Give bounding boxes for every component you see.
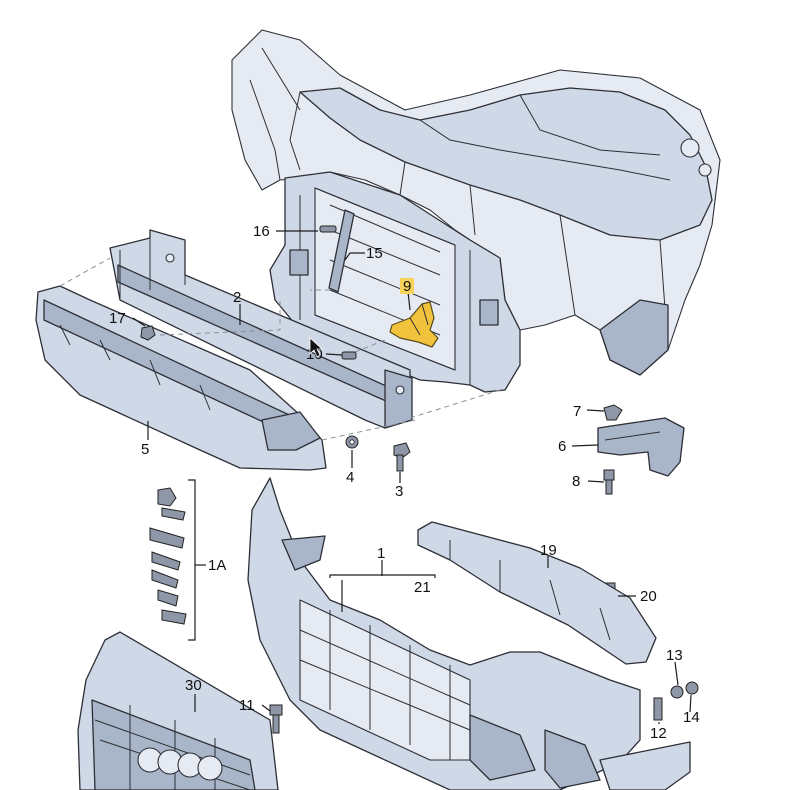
body-shell bbox=[231, 29, 721, 376]
label-19: 19 bbox=[540, 542, 557, 559]
label-2: 2 bbox=[233, 289, 241, 306]
label-9: 9 bbox=[403, 278, 411, 295]
label-6: 6 bbox=[558, 438, 566, 455]
label-30: 30 bbox=[185, 677, 202, 694]
label-9-highlight bbox=[400, 278, 414, 294]
label-11: 11 bbox=[239, 697, 255, 714]
label-3: 3 bbox=[395, 483, 403, 500]
part-5-energy-absorber bbox=[35, 285, 327, 471]
label-1: 1 bbox=[377, 545, 385, 562]
part-30-radiator-grille bbox=[77, 631, 279, 790]
label-20: 20 bbox=[640, 588, 657, 605]
part-9-bracket-highlighted bbox=[389, 301, 439, 348]
label-16: 16 bbox=[253, 223, 270, 240]
label-17: 17 bbox=[109, 310, 126, 327]
part-15-strut bbox=[328, 209, 355, 293]
assembly-guide-lines bbox=[59, 257, 501, 441]
label-12: 12 bbox=[650, 725, 667, 742]
part-1-bumper-cover bbox=[247, 477, 691, 790]
label-14: 14 bbox=[683, 709, 700, 726]
label-13: 13 bbox=[666, 647, 683, 664]
label-15: 15 bbox=[366, 245, 383, 262]
label-7: 7 bbox=[573, 403, 581, 420]
label-1a: 1A bbox=[208, 557, 226, 574]
label-5: 5 bbox=[141, 441, 149, 458]
part-1a-fastener-set bbox=[149, 479, 206, 641]
mouse-cursor-icon bbox=[309, 337, 324, 358]
label-4: 4 bbox=[346, 469, 354, 486]
part-6-side-bracket bbox=[597, 417, 685, 477]
callout-labels: 16 15 9 2 17 10 5 4 3 7 6 8 1A 1 21 19 2… bbox=[109, 223, 700, 742]
part-2-impact-beam bbox=[109, 229, 413, 429]
part-19-underbody-shield bbox=[417, 521, 657, 665]
label-21: 21 bbox=[414, 579, 431, 596]
label-8: 8 bbox=[572, 473, 580, 490]
leader-lines bbox=[132, 230, 692, 724]
